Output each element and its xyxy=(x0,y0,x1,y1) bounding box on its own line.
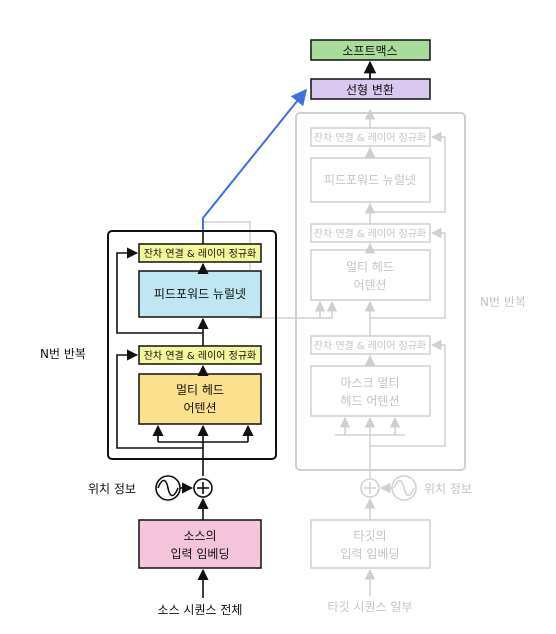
decoder-ffn-box xyxy=(310,157,431,203)
encoder-ffn-box xyxy=(138,270,262,318)
softmax-label: 소프트맥스 xyxy=(342,44,397,58)
encoder-ffn-label: 피드포워드 뉴럴넷 xyxy=(154,287,246,301)
encoder-positional-label: 위치 정보 xyxy=(88,482,136,496)
linear-label: 선형 변환 xyxy=(346,83,394,97)
decoder-attention-line2: 어텐션 xyxy=(353,278,386,292)
encoder-addnorm2-label: 잔차 연결 & 레이어 정규화 xyxy=(144,248,257,260)
output-head: 소프트맥스 선형 변환 xyxy=(202,39,431,232)
encoder-attention-line1: 멀티 헤드 xyxy=(176,383,224,397)
decoder-addnorm1-label: 잔차 연결 & 레이어 정규화 xyxy=(314,340,427,352)
encoder-embedding-line2: 입력 임베딩 xyxy=(170,547,229,561)
decoder-connectors xyxy=(203,108,446,478)
encoder-repeat-label: N번 반복 xyxy=(40,347,86,361)
decoder-attention-line1: 멀티 헤드 xyxy=(346,260,394,274)
softmax-box xyxy=(310,39,431,61)
decoder-embedding-line2: 입력 임베딩 xyxy=(340,547,399,561)
decoder-masked-attention-line2: 헤드 어텐션 xyxy=(340,394,399,408)
decoder-addnorm2-label: 잔차 연결 & 레이어 정규화 xyxy=(314,228,427,240)
decoder-masked-attention-box xyxy=(310,365,431,417)
decoder-embedding-line1: 타깃의 xyxy=(353,529,386,543)
encoder-attention-box xyxy=(138,373,262,425)
decoder-input-label: 타깃 시퀀스 일부 xyxy=(328,600,413,614)
decoder-addnorm3-label: 잔차 연결 & 레이어 정규화 xyxy=(314,132,427,144)
decoder-ffn-label: 피드포워드 뉴럴넷 xyxy=(324,173,416,187)
decoder-positional-label: 위치 정보 xyxy=(424,482,472,496)
encoder-addnorm1-box xyxy=(138,345,262,365)
encoder-attention-line2: 어텐션 xyxy=(183,401,216,415)
encoder-stack: N번 반복 잔차 연결 & 레이어 정규화 피드포워드 뉴럴넷 잔차 연결 & … xyxy=(40,230,277,617)
decoder-repeat-frame xyxy=(295,112,466,471)
decoder-repeat-label: N번 반복 xyxy=(480,295,526,309)
encoder-embedding-line1: 소스의 xyxy=(183,529,216,543)
decoder-attention-box xyxy=(310,249,431,301)
encoder-repeat-frame xyxy=(107,230,277,460)
encoder-embedding-box xyxy=(138,519,262,569)
decoder-stack: 잔차 연결 & 레이어 정규화 피드포워드 뉴럴넷 잔차 연결 & 레이어 정규… xyxy=(203,108,526,614)
encoder-addnorm2-box xyxy=(138,243,262,263)
encoder-connectors xyxy=(116,232,254,476)
encoder-input-label: 소스 시퀀스 전체 xyxy=(158,603,243,617)
encoder-addnorm1-label: 잔차 연결 & 레이어 정규화 xyxy=(144,350,257,362)
decoder-masked-attention-line1: 마스크 멀티 xyxy=(340,376,399,390)
decoder-embedding-box xyxy=(310,519,431,569)
encoder-to-linear-arrow xyxy=(202,88,308,232)
